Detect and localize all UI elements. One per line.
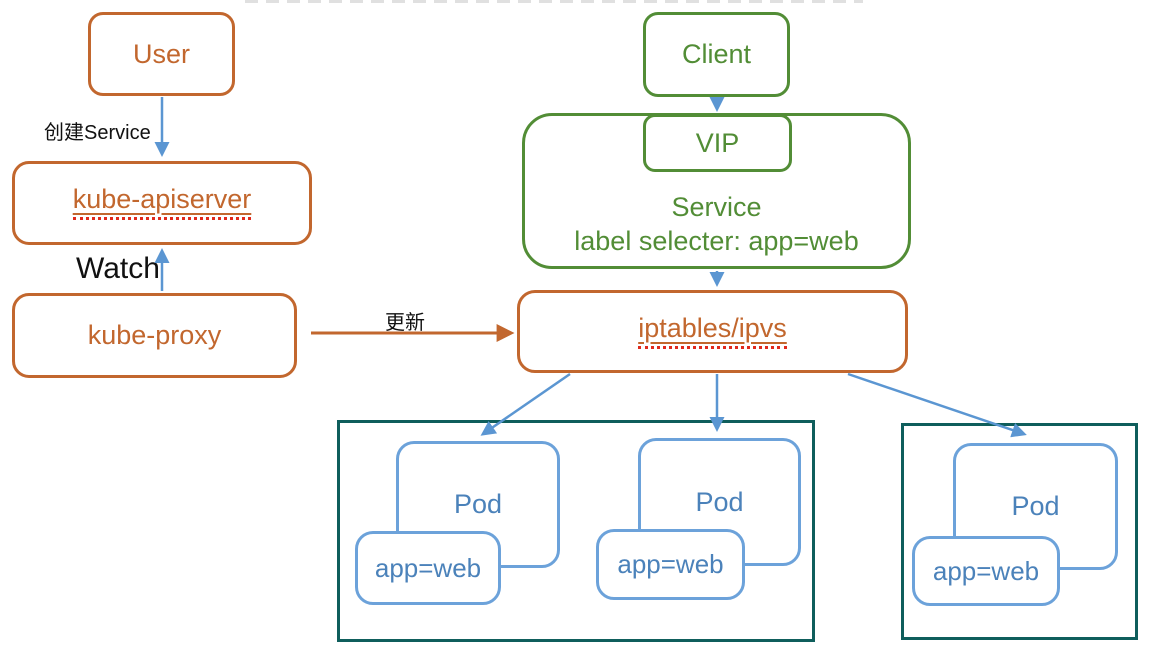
pod-tag-label: app=web bbox=[617, 549, 724, 579]
user-box: User bbox=[88, 12, 235, 96]
client-label: Client bbox=[681, 39, 752, 69]
pod-label: Pod bbox=[1011, 491, 1060, 521]
kube-apiserver-box: kube-apiserver bbox=[12, 161, 312, 245]
service-text: Service label selecter: app=web bbox=[522, 190, 911, 258]
vip-label: VIP bbox=[695, 127, 740, 158]
pod-group-right: Pod app=web bbox=[901, 423, 1138, 640]
user-label: User bbox=[132, 38, 190, 69]
iptables-box: iptables/ipvs bbox=[517, 290, 908, 373]
kube-apiserver-label: kube-apiserver bbox=[72, 186, 252, 220]
kube-proxy-box: kube-proxy bbox=[12, 293, 297, 378]
cropped-top-artifact bbox=[245, 0, 863, 3]
pod-label: Pod bbox=[453, 489, 503, 519]
pod-tag-box: app=web bbox=[355, 531, 501, 605]
update-label: 更新 bbox=[385, 312, 425, 334]
service-selector-label: label selecter: app=web bbox=[574, 226, 859, 256]
client-box: Client bbox=[643, 12, 790, 97]
watch-label: Watch bbox=[76, 252, 160, 285]
service-title: Service bbox=[671, 192, 762, 222]
pod-tag-box: app=web bbox=[912, 536, 1060, 606]
pod-tag-label: app=web bbox=[374, 552, 482, 583]
vip-box: VIP bbox=[643, 114, 792, 172]
pod-label: Pod bbox=[695, 486, 744, 517]
iptables-label: iptables/ipvs bbox=[638, 314, 787, 349]
create-service-label: 创建Service bbox=[44, 122, 151, 144]
pod-group-left: Pod app=web Pod app=web bbox=[337, 420, 815, 642]
kube-proxy-label: kube-proxy bbox=[87, 320, 222, 350]
pod-tag-box: app=web bbox=[596, 529, 745, 600]
pod-tag-label: app=web bbox=[932, 555, 1040, 586]
